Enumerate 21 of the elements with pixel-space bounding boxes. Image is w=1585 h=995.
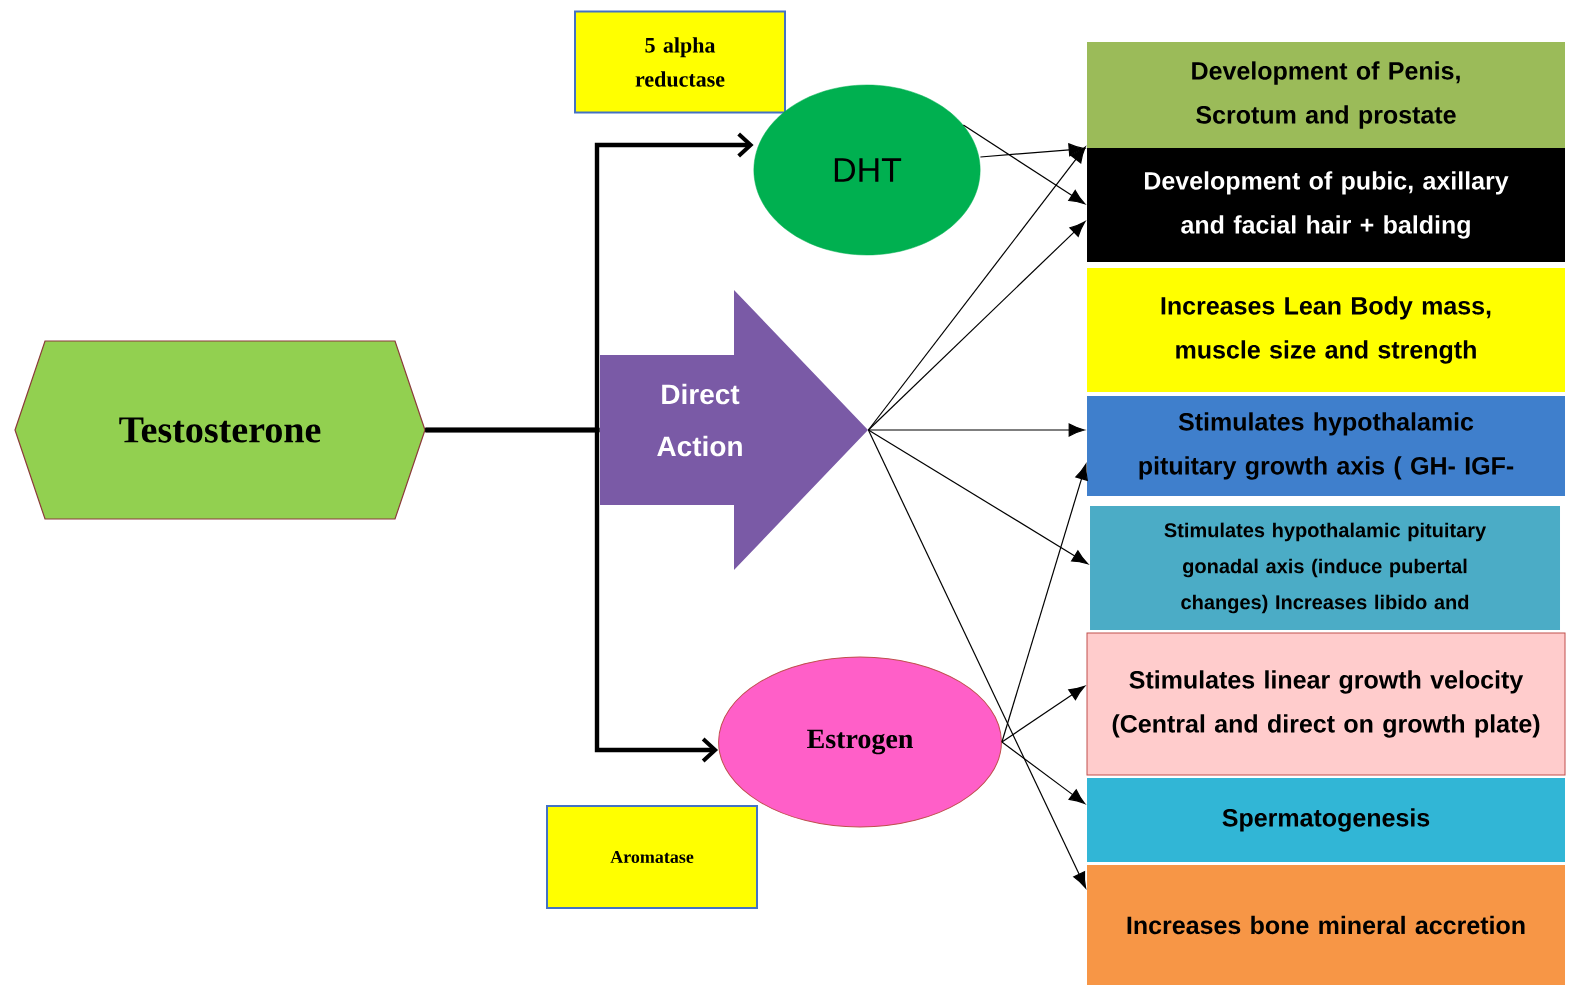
arrow [962,124,1086,205]
effect-box: Development of pubic, axillary and facial hair + balding [1087,148,1565,262]
arrow [867,423,1085,437]
effect-box: Spermatogenesis [1087,778,1565,862]
enzyme-box: Aromatase [546,805,758,909]
effect-box: Development of Penis, Scrotum and prostate [1087,42,1565,148]
arrow [1001,463,1088,743]
effect-box: Increases bone mineral accretion [1087,865,1565,985]
arrow [867,221,1086,431]
arrow [867,429,1087,889]
effect-box: Stimulates hypothalamic pituitary gonadal axis (induce pubertal changes) Increases libido and [1090,506,1560,630]
arrow [979,143,1085,158]
enzyme-box: 5 alpha reductase [574,10,786,114]
effect-box: Increases Lean Body mass, muscle size and strength [1087,268,1565,392]
arrow [1001,685,1086,743]
effect-box: Stimulates linear growth velocity (Central and direct on growth plate) [1086,632,1566,776]
arrow [1001,741,1086,805]
arrow [867,146,1086,431]
arrow [425,427,719,763]
arrow [867,429,1089,565]
effect-box: Stimulates hypothalamic pituitary growth axis ( GH- IGF- [1087,396,1565,496]
